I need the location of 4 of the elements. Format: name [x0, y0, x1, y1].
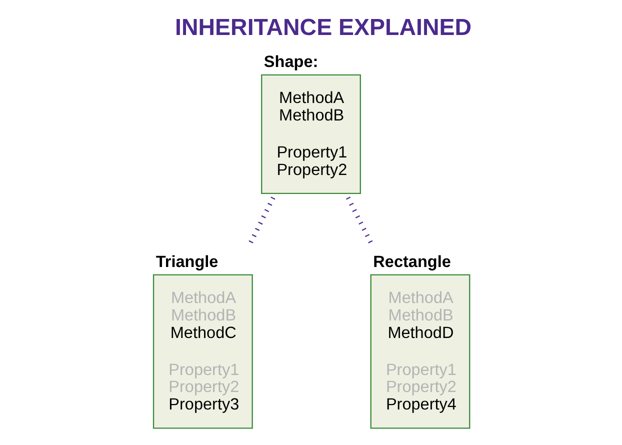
node-label: Triangle [156, 252, 218, 271]
node-label: Shape: [264, 53, 318, 72]
node-label: Rectangle [373, 252, 451, 271]
diagram-title: INHERITANCE EXPLAINED [175, 14, 472, 40]
